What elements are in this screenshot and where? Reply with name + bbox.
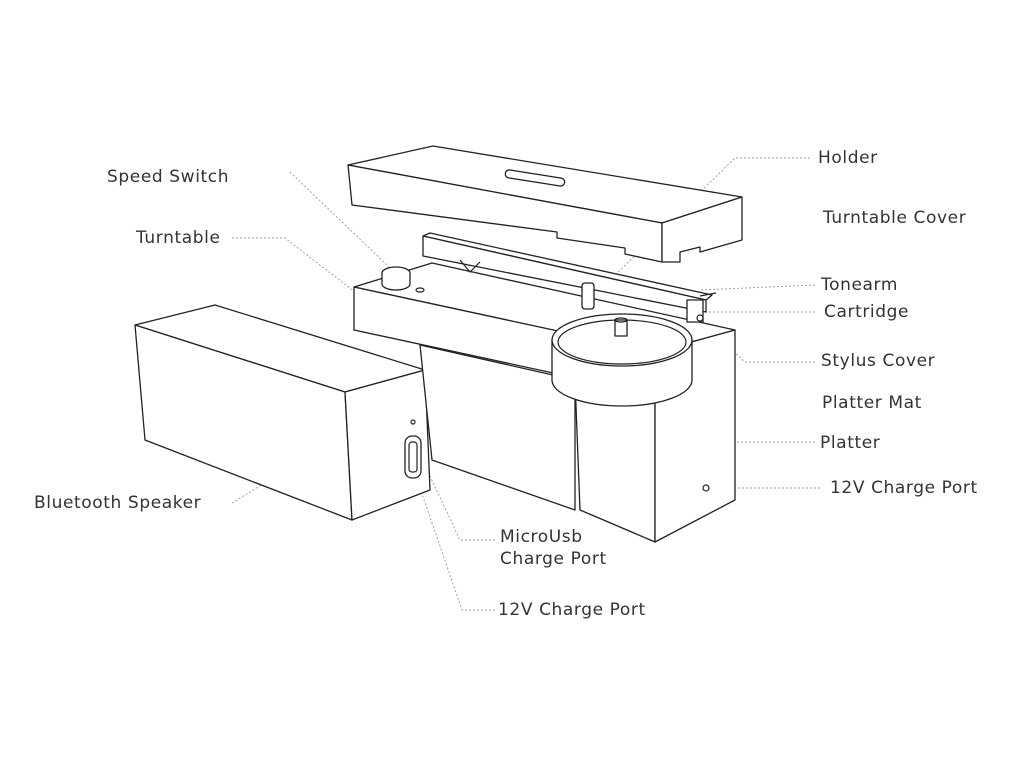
label-holder: Holder xyxy=(818,148,878,168)
label-platter: Platter xyxy=(820,433,881,453)
label-platter-mat: Platter Mat xyxy=(822,393,922,413)
label-12v-charge-port-right: 12V Charge Port xyxy=(830,478,978,498)
label-turntable: Turntable xyxy=(136,228,221,248)
turntable-cover-drawing xyxy=(347,145,743,263)
label-bluetooth-speaker: Bluetooth Speaker xyxy=(34,493,202,513)
label-tonearm: Tonearm xyxy=(821,275,898,295)
label-microusb: MicroUsb xyxy=(500,527,583,547)
turntable-base-drawing xyxy=(353,232,736,543)
label-speed-switch: Speed Switch xyxy=(107,167,230,187)
logo-badge xyxy=(504,169,566,187)
label-turntable-cover: Turntable Cover xyxy=(823,208,967,228)
bluetooth-speaker-drawing xyxy=(134,304,431,521)
label-12v-charge-port-bottom: 12V Charge Port xyxy=(498,600,646,620)
label-cartridge: Cartridge xyxy=(824,302,910,322)
label-microusb-charge-port: Charge Port xyxy=(500,549,607,569)
leader-lines xyxy=(231,157,820,611)
label-stylus-cover: Stylus Cover xyxy=(821,351,936,371)
